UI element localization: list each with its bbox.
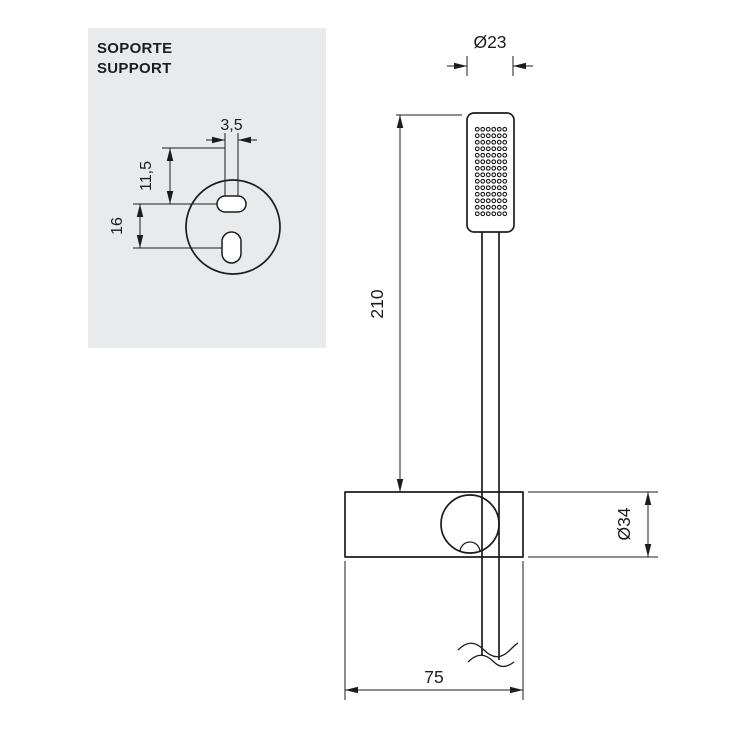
support-plate-circle [185, 179, 281, 275]
dim-label-slot-width: 3,5 [220, 117, 242, 134]
top-mounting-slot [216, 195, 247, 213]
holder-ring [440, 494, 500, 554]
support-detail-view [185, 179, 281, 275]
dim-slot-spacing: 16 [109, 204, 222, 249]
dim-label-handset-length: 210 [367, 289, 387, 318]
dim-slot-width: 3,5 [206, 117, 257, 196]
dim-label-head-diameter: Ø23 [473, 32, 506, 52]
hand-shower-main-view: Ø23 210 [344, 32, 658, 700]
hose-break-wave-lower [467, 654, 515, 668]
bottom-mounting-slot [221, 231, 242, 264]
dim-label-upper-slot-offset: 11,5 [138, 161, 155, 191]
dim-label-slot-spacing: 16 [109, 217, 126, 235]
dim-upper-slot-offset: 11,5 [133, 147, 225, 205]
dim-bracket-width: 75 [344, 561, 524, 700]
dim-label-bracket-width: 75 [424, 667, 443, 687]
dim-head-diameter: Ø23 [447, 32, 533, 76]
support-detail-panel: SOPORTE SUPPORT 3,5 11,5 16 [88, 28, 326, 348]
wall-bracket [344, 491, 524, 558]
shower-head [466, 112, 515, 233]
spray-face-dots [474, 126, 508, 217]
hose-break-wave-upper [457, 642, 519, 658]
bracket-body [344, 491, 524, 558]
hand-shower [457, 112, 519, 668]
panel-title-line2: SUPPORT [97, 60, 172, 77]
panel-title-line1: SOPORTE [97, 40, 172, 57]
dim-holder-diameter: Ø34 [528, 491, 658, 558]
holder-clip-detail [459, 541, 481, 553]
dim-label-holder-diameter: Ø34 [614, 507, 634, 540]
dim-handset-length: 210 [367, 114, 462, 492]
